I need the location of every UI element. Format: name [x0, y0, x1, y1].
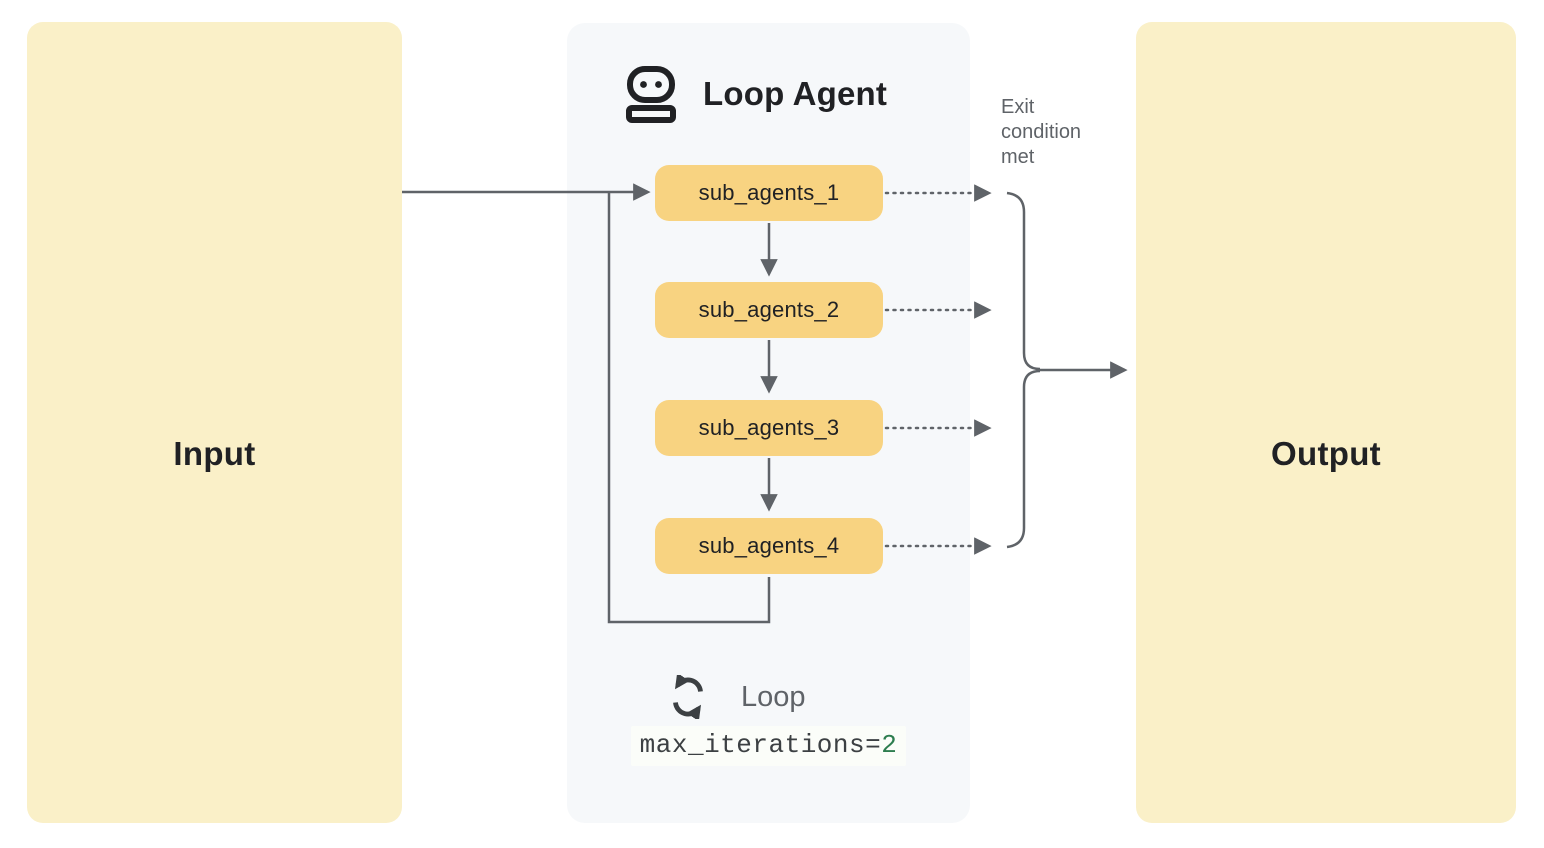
brace-top: [1006, 191, 1041, 371]
loop-sync-icon: [673, 675, 703, 719]
code-value: 2: [881, 730, 898, 760]
sub-agent-4-box: sub_agents_4: [655, 518, 883, 574]
input-label: Input: [173, 434, 256, 472]
output-label: Output: [1271, 434, 1381, 472]
output-box: Output: [1136, 22, 1516, 823]
max-iterations-code: max_iterations=2: [630, 726, 907, 766]
loop-footer: Loop: [666, 675, 806, 719]
loop-agent-header: Loop Agent: [626, 65, 887, 123]
robot-icon: [626, 66, 676, 123]
sub-agent-2-box: sub_agents_2: [655, 282, 883, 338]
input-box: Input: [27, 22, 402, 823]
loop-label: Loop: [741, 680, 806, 713]
loop-agent-title: Loop Agent: [703, 75, 888, 112]
max-iterations-line: max_iterations=2: [567, 726, 970, 766]
sub-agent-3-box: sub_agents_3: [655, 400, 883, 456]
exit-condition-label: Exit condition met: [1001, 96, 1082, 168]
loop-agent-panel: Loop Agent sub_agents_1 sub_agents_2 sub…: [567, 23, 970, 823]
code-prefix: max_iterations=: [639, 730, 882, 760]
brace-bottom: [1006, 369, 1041, 549]
sub-agent-1-box: sub_agents_1: [655, 165, 883, 221]
